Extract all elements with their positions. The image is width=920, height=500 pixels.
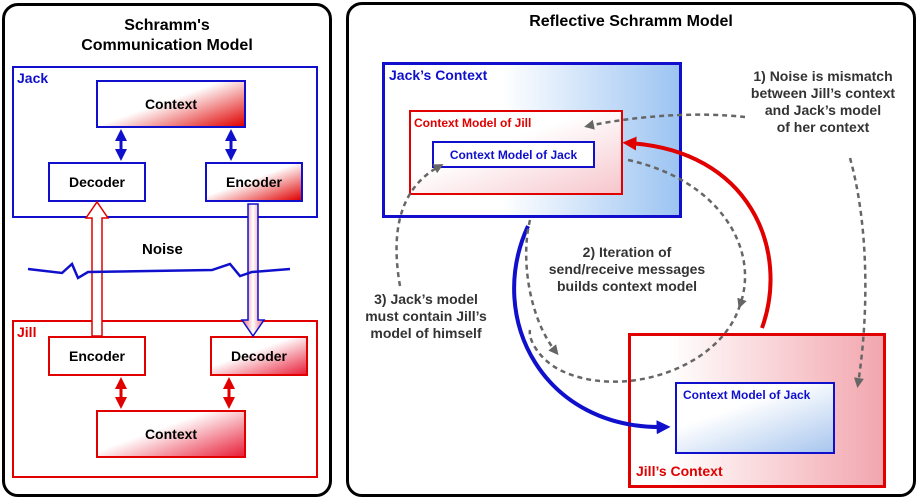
- note-iteration: 2) Iteration of send/receive messages bu…: [532, 244, 722, 295]
- left-panel-title-line1: Schramm's: [124, 17, 210, 34]
- context-model-of-jack-in-jill-box: [675, 382, 835, 454]
- jack-decoder-box: Decoder: [48, 162, 146, 202]
- note2-line1: 2) Iteration of: [582, 244, 672, 260]
- note1-line2: between Jill’s context: [750, 85, 896, 101]
- note1-to-model-of-jack-arrow: [848, 157, 867, 388]
- context-model-of-jack-inner: Context Model of Jack: [432, 141, 595, 168]
- iteration-loop-bottom: [528, 304, 742, 383]
- jack-to-jill-send-arrow: [512, 225, 671, 435]
- note2-line3: builds context model: [556, 278, 697, 294]
- note-jacks-model: 3) Jack’s model must contain Jill’s mode…: [352, 291, 500, 342]
- note3-line1: 3) Jack’s model: [374, 291, 478, 307]
- right-panel-title: Reflective Schramm Model: [529, 13, 733, 30]
- jill-decoder-box: Decoder: [210, 336, 308, 376]
- jill-context-box: Context: [96, 410, 246, 458]
- left-panel-title-line2: Communication Model: [81, 37, 253, 54]
- jack-to-jill-message-arrow: [240, 203, 266, 338]
- jill-to-jack-send-arrow: [622, 136, 773, 329]
- jill-group-label: Jill: [17, 324, 37, 340]
- note2-line2: send/receive messages: [548, 261, 706, 277]
- jack-group: [12, 66, 318, 218]
- note1-to-model-of-jill-arrow: [584, 113, 746, 130]
- jacks-context-label: Jack’s Context: [389, 67, 488, 83]
- jack-encoder-box: Encoder: [205, 162, 303, 202]
- jack-group-label: Jack: [17, 70, 49, 86]
- note3-line3: model of himself: [370, 325, 482, 341]
- noise-zigzag: [27, 261, 291, 280]
- iteration-loop-right: [627, 158, 747, 309]
- note3-to-model-of-jack-arrow: [395, 164, 444, 287]
- noise-label: Noise: [142, 241, 183, 258]
- context-model-of-jill-label: Context Model of Jill: [414, 116, 532, 130]
- jill-group: [12, 320, 318, 478]
- note3-line2: must contain Jill’s: [365, 308, 487, 324]
- context-model-of-jack-in-jill-label: Context Model of Jack: [683, 388, 811, 402]
- note1-line1: 1) Noise is mismatch: [753, 68, 893, 84]
- jill-to-jack-message-arrow: [84, 200, 110, 337]
- note-noise-mismatch: 1) Noise is mismatch between Jill’s cont…: [738, 68, 908, 136]
- note1-line3: and Jack’s model: [764, 102, 882, 118]
- jack-context-box: Context: [96, 80, 246, 128]
- jills-context-label: Jill’s Context: [636, 463, 723, 479]
- jill-encoder-box: Encoder: [48, 336, 146, 376]
- note1-line4: of her context: [776, 119, 870, 135]
